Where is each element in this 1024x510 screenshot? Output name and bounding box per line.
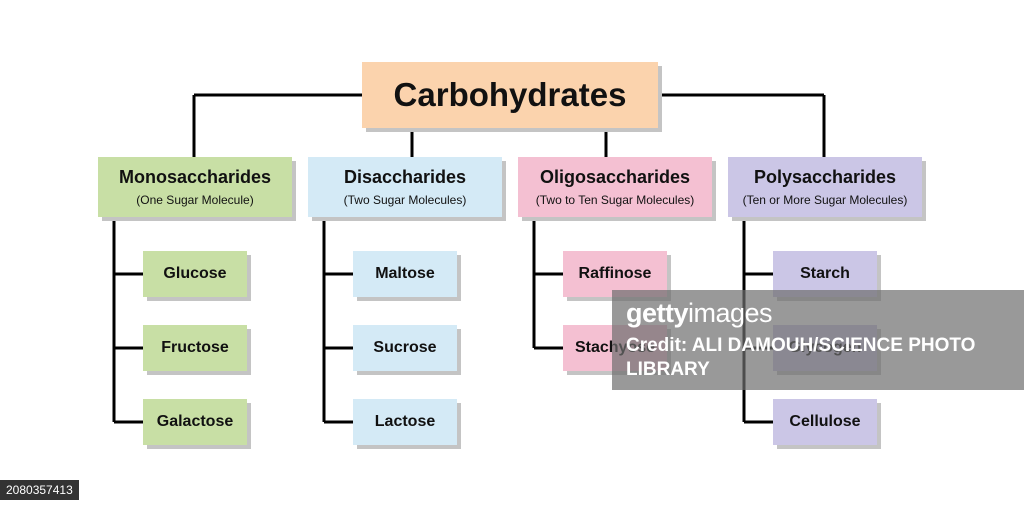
category-title: Polysaccharides bbox=[753, 167, 897, 187]
leaf-node-cellulose: Cellulose bbox=[773, 399, 877, 445]
logo-bold-text: getty bbox=[626, 298, 689, 328]
category-subtitle: (Two to Ten Sugar Molecules) bbox=[535, 193, 695, 207]
category-title: Disaccharides bbox=[343, 167, 467, 187]
leaf-node-lactose: Lactose bbox=[353, 399, 457, 445]
watermark-overlay: gettyimages Credit: ALI DAMOUH/SCIENCE P… bbox=[612, 290, 1024, 390]
root-node-carbohydrates: Carbohydrates bbox=[362, 62, 658, 128]
category-subtitle: (Two Sugar Molecules) bbox=[343, 193, 467, 207]
category-title: Monosaccharides bbox=[118, 167, 272, 187]
leaf-node-starch: Starch bbox=[773, 251, 877, 297]
category-subtitle: (One Sugar Molecule) bbox=[136, 193, 254, 207]
leaf-node-galactose: Galactose bbox=[143, 399, 247, 445]
category-title: Oligosaccharides bbox=[539, 167, 691, 187]
leaf-node-glucose: Glucose bbox=[143, 251, 247, 297]
category-node-monosaccharides: Monosaccharides (One Sugar Molecule) bbox=[98, 157, 292, 217]
category-node-disaccharides: Disaccharides (Two Sugar Molecules) bbox=[308, 157, 502, 217]
leaf-node-sucrose: Sucrose bbox=[353, 325, 457, 371]
category-subtitle: (Ten or More Sugar Molecules) bbox=[742, 193, 908, 207]
logo-light-text: images bbox=[688, 298, 773, 328]
watermark-credit: Credit: ALI DAMOUH/SCIENCE PHOTO LIBRARY bbox=[626, 335, 976, 380]
leaf-node-maltose: Maltose bbox=[353, 251, 457, 297]
leaf-node-fructose: Fructose bbox=[143, 325, 247, 371]
category-node-polysaccharides: Polysaccharides (Ten or More Sugar Molecu… bbox=[728, 157, 922, 217]
image-id-label: 2080357413 bbox=[0, 480, 79, 500]
getty-images-logo: gettyimages bbox=[626, 298, 773, 329]
category-node-oligosaccharides: Oligosaccharides (Two to Ten Sugar Molecu… bbox=[518, 157, 712, 217]
leaf-node-raffinose: Raffinose bbox=[563, 251, 667, 297]
